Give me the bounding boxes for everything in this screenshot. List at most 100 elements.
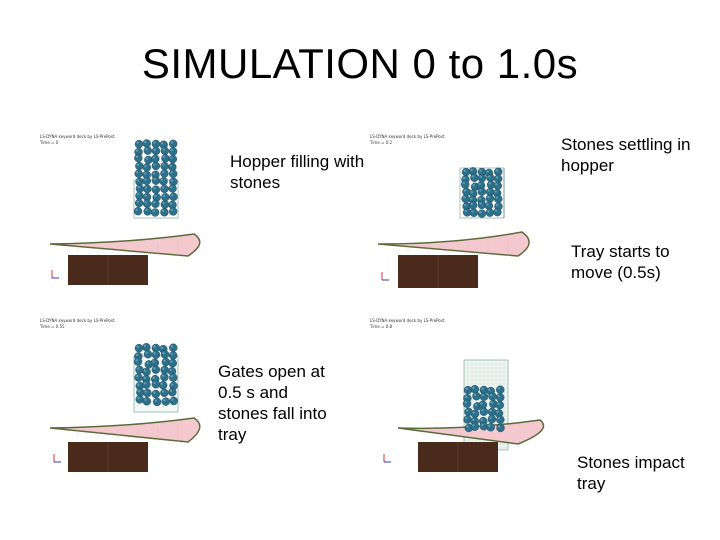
stone-highlight: [479, 189, 482, 192]
stone-highlight: [472, 418, 475, 422]
stone-highlight: [144, 140, 147, 144]
stone-highlight: [153, 187, 156, 190]
stone-highlight: [486, 170, 489, 173]
stone-highlight: [144, 164, 147, 168]
stone-highlight: [470, 191, 473, 194]
stone: [143, 207, 152, 216]
simulation-panel-2: LS-DYNA keyword deck by LS-PrePost Time …: [368, 128, 668, 293]
stone: [487, 415, 497, 424]
stone-highlight: [160, 382, 163, 386]
stone: [168, 388, 177, 397]
stones-group: [462, 385, 505, 433]
stone-highlight: [488, 182, 491, 185]
stone: [134, 169, 143, 178]
stone-highlight: [480, 402, 483, 405]
stone-highlight: [170, 345, 174, 348]
stone-highlight: [464, 401, 467, 404]
stone: [493, 207, 502, 217]
stone-highlight: [169, 368, 172, 372]
stone-highlight: [144, 390, 148, 393]
stone: [134, 373, 143, 382]
sim-time-text: Time = 0.2: [369, 140, 393, 145]
stone: [161, 154, 170, 163]
stone: [477, 200, 487, 210]
stone-highlight: [462, 176, 466, 180]
stone: [161, 397, 170, 406]
stone-highlight: [170, 375, 174, 378]
stone: [142, 397, 152, 406]
stone-highlight: [153, 381, 156, 385]
stone-highlight: [152, 201, 156, 204]
sim-header-text: LS-DYNA keyword deck by LS-PrePost: [40, 318, 115, 323]
stone-highlight: [163, 359, 166, 362]
tray: [49, 233, 201, 257]
stone-highlight: [161, 390, 165, 393]
tray: [49, 417, 201, 443]
stone-highlight: [487, 210, 490, 213]
stone-highlight: [488, 424, 491, 428]
stone: [477, 209, 487, 218]
stone: [160, 365, 169, 375]
stone-highlight: [170, 360, 173, 363]
stone-highlight: [170, 148, 173, 152]
stone-highlight: [170, 179, 174, 182]
stone-highlight: [464, 203, 467, 207]
stone-highlight: [160, 178, 164, 182]
stone: [151, 199, 160, 208]
stone: [160, 184, 169, 194]
stone-highlight: [161, 374, 165, 378]
stone: [151, 154, 160, 164]
stone-highlight: [135, 353, 139, 357]
stone: [135, 191, 144, 200]
stone: [168, 184, 177, 193]
stone-highlight: [478, 197, 482, 200]
stone-highlight: [152, 172, 156, 175]
stone-highlight: [463, 196, 466, 199]
stone-highlight: [479, 211, 482, 214]
stone: [479, 392, 489, 401]
stone-highlight: [478, 182, 481, 186]
stone: [151, 380, 161, 389]
stone: [133, 207, 143, 216]
stone-highlight: [466, 425, 469, 428]
stone-highlight: [479, 169, 482, 172]
stone: [142, 380, 151, 389]
stone-highlight: [487, 189, 490, 192]
slide-title: SIMULATION 0 to 1.0s: [141, 40, 579, 87]
stone-highlight: [170, 383, 174, 386]
stone-highlight: [464, 395, 468, 399]
stone: [470, 385, 480, 394]
stone: [462, 399, 472, 408]
stone-highlight: [136, 163, 140, 166]
stone-highlight: [161, 163, 165, 166]
stone: [142, 367, 151, 377]
stone-highlight: [143, 382, 147, 385]
stone: [134, 139, 144, 149]
stone-highlight: [471, 210, 474, 213]
stone-highlight: [136, 171, 139, 174]
stone: [168, 207, 178, 216]
stone-highlight: [144, 186, 148, 189]
stone: [142, 343, 151, 352]
stone: [142, 176, 151, 186]
stone-highlight: [170, 156, 173, 159]
stone: [160, 373, 169, 382]
stone: [486, 423, 495, 432]
stone: [488, 392, 497, 401]
stone-highlight: [169, 202, 173, 205]
stone-highlight: [153, 352, 156, 355]
stone-highlight: [481, 394, 484, 397]
stone: [151, 146, 161, 156]
stone-highlight: [472, 424, 475, 427]
stone: [463, 415, 472, 424]
axis-triad-icon: [383, 454, 391, 463]
stone-highlight: [481, 423, 484, 427]
stone-highlight: [495, 203, 499, 207]
stone-highlight: [153, 178, 156, 181]
stone-highlight: [489, 393, 493, 397]
stone-highlight: [171, 398, 174, 401]
stone-highlight: [479, 175, 482, 178]
stone-highlight: [153, 367, 156, 370]
stone: [150, 208, 160, 217]
stones-group: [133, 343, 178, 407]
